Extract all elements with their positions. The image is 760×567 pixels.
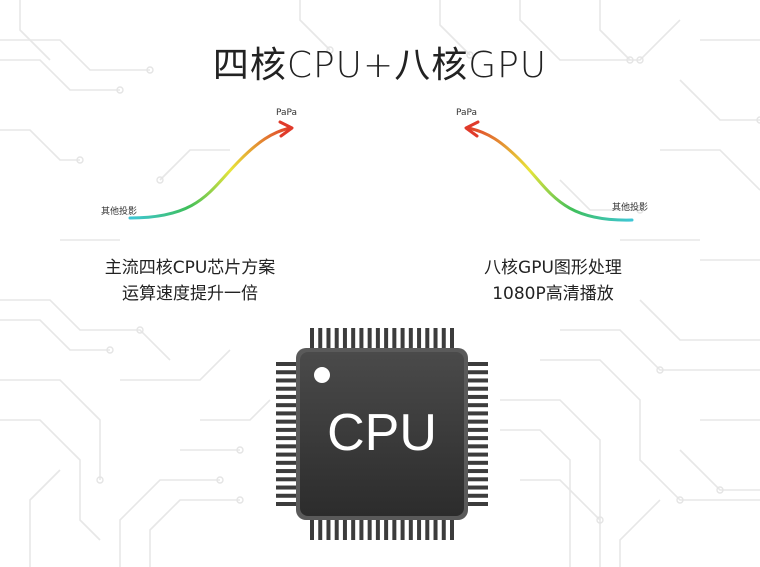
chip-pin <box>276 362 298 366</box>
chip-pin <box>450 328 454 350</box>
right-bottom-label: 其他投影 <box>612 203 649 213</box>
chip-pin <box>466 452 488 457</box>
chip-pin <box>276 460 298 465</box>
chip-pin <box>466 386 488 391</box>
chip-pin <box>400 518 405 540</box>
chip-pin <box>375 328 380 350</box>
chip-pin <box>384 328 389 350</box>
chip-pin <box>318 328 323 350</box>
chip-pin <box>351 518 356 540</box>
chip-pin <box>466 370 488 375</box>
chip-pin <box>466 436 488 441</box>
chip-pin <box>276 378 298 383</box>
chip-pin <box>310 518 314 540</box>
chip-pin <box>318 518 323 540</box>
chip-pin <box>466 362 488 366</box>
left-description: 主流四核CPU芯片方案 运算速度提升一倍 <box>60 255 320 307</box>
chip-pin <box>466 378 488 383</box>
chip-pin <box>367 518 372 540</box>
chip-pin <box>276 419 298 424</box>
chip-pin <box>276 485 298 490</box>
chip-pin <box>359 328 364 350</box>
chip-pin <box>276 469 298 474</box>
chip-pin <box>433 328 438 350</box>
chip-pin <box>276 386 298 391</box>
chip-pin <box>408 328 413 350</box>
chip-pin <box>276 403 298 408</box>
chip-pin <box>342 518 347 540</box>
chip-pin <box>276 411 298 416</box>
chip-pin <box>276 493 298 498</box>
chip-pin <box>466 427 488 432</box>
chip-pin <box>392 328 397 350</box>
chip-pin <box>351 328 356 350</box>
chip-pin <box>276 370 298 375</box>
left-arrow-head <box>278 120 294 138</box>
chip-pin <box>276 444 298 449</box>
right-description-line1: 八核GPU图形处理 <box>484 258 622 278</box>
chip-pin <box>441 518 446 540</box>
chip-pin <box>326 518 331 540</box>
chip-pin <box>417 518 422 540</box>
cpu-chip-icon: CPU <box>276 328 488 540</box>
right-arrow-head <box>464 120 480 138</box>
chip-pin <box>408 518 413 540</box>
chip-pin <box>466 394 488 399</box>
chip-pin <box>334 328 339 350</box>
chip-pin <box>466 477 488 482</box>
right-description: 八核GPU图形处理 1080P高清播放 <box>423 255 683 307</box>
pin1-indicator-dot <box>314 367 330 383</box>
chip-pin <box>417 328 422 350</box>
chip-pin <box>466 419 488 424</box>
page-title: 四核CPU+八核GPU <box>212 45 548 86</box>
chip-pin <box>425 328 430 350</box>
chip-pin <box>276 452 298 457</box>
chip-pin <box>392 518 397 540</box>
chip-pin <box>466 460 488 465</box>
chip-pin <box>326 328 331 350</box>
chip-pin <box>466 403 488 408</box>
chip-pin <box>334 518 339 540</box>
chip-pin <box>466 411 488 416</box>
chip-pin <box>466 485 488 490</box>
chip-pin <box>400 328 405 350</box>
chip-pin <box>466 502 488 506</box>
chip-pin <box>276 427 298 432</box>
chip-pin <box>425 518 430 540</box>
chip-pin <box>375 518 380 540</box>
left-bottom-label: 其他投影 <box>101 207 138 217</box>
chip-pin <box>433 518 438 540</box>
right-top-label: PaPa <box>456 108 478 118</box>
chip-pin <box>466 469 488 474</box>
chip-pin <box>367 328 372 350</box>
chip-pin <box>466 444 488 449</box>
right-arrow-curve <box>466 126 634 222</box>
right-description-line2: 1080P高清播放 <box>492 284 614 304</box>
chip-pin <box>441 328 446 350</box>
chip-pin <box>359 518 364 540</box>
chip-pin <box>310 328 314 350</box>
chip-pin <box>466 493 488 498</box>
chip-pin <box>342 328 347 350</box>
left-arrow-curve <box>128 126 292 220</box>
chip-pin <box>276 477 298 482</box>
chip-pin <box>384 518 389 540</box>
chip-label: CPU <box>327 404 437 462</box>
left-description-line2: 运算速度提升一倍 <box>122 284 258 304</box>
left-description-line1: 主流四核CPU芯片方案 <box>104 258 276 278</box>
chip-pin <box>276 502 298 506</box>
left-top-label: PaPa <box>276 108 298 118</box>
chip-pin <box>450 518 454 540</box>
chip-pin <box>276 394 298 399</box>
chip-pin <box>276 436 298 441</box>
